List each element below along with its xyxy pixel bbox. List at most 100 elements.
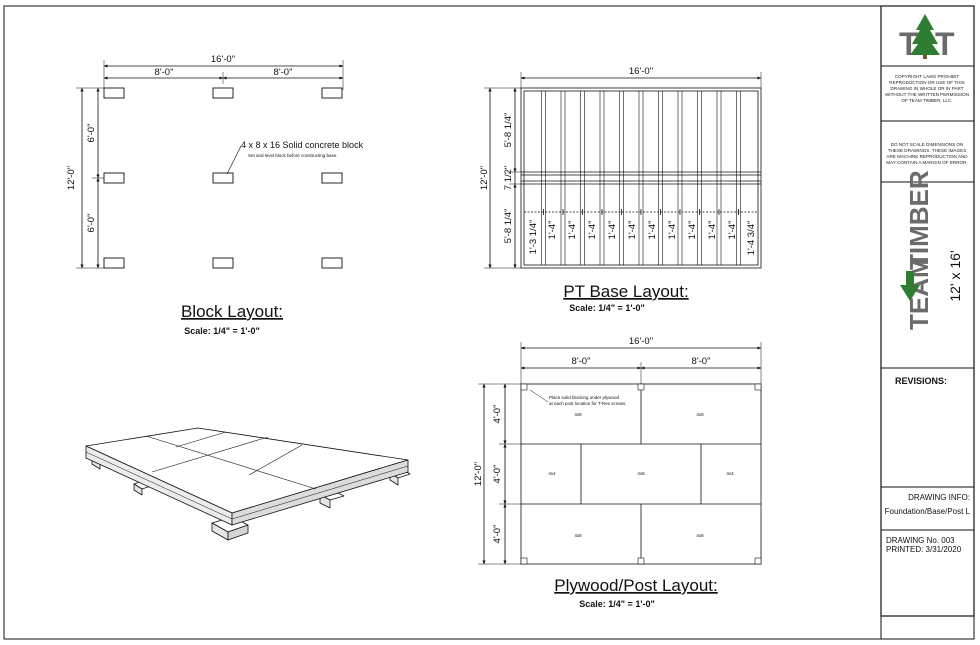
revisions-label: REVISIONS:: [895, 376, 947, 386]
pt-spacing-label: 1'-4": [587, 221, 598, 240]
iso-plywood-seams: [145, 431, 317, 490]
isometric-platform: [85, 427, 411, 541]
brand-tree-icon: [900, 271, 920, 301]
pt-spacing-label: 1'-4": [727, 221, 738, 240]
block-layout-title: Block Layout:: [181, 302, 283, 321]
copyright-line: DRAWING IN WHOLE OR IN PART: [890, 86, 963, 91]
block-dim-top-depth-text: 6'-0": [86, 124, 97, 143]
pt-dim-width-text: 16'-0": [629, 66, 653, 77]
ply-note-leader: [529, 389, 549, 403]
concrete-block: [103, 87, 125, 99]
ply-dim-width: 16'-0" 8'-0" 8'-0": [520, 336, 762, 384]
concrete-block: [321, 257, 343, 269]
ply-dim-right-text: 8'-0": [692, 356, 711, 367]
concrete-block: [103, 172, 125, 184]
printed-date: PRINTED: 3/31/2020: [886, 545, 962, 554]
drawing-number: DRAWING No. 003: [886, 536, 955, 545]
post-marker: [520, 383, 528, 391]
block-dim-left-text: 8'-0": [155, 67, 174, 78]
sheet-label-mid-left: 4x4: [548, 471, 556, 476]
post-marker: [637, 557, 645, 565]
block-callout-leader: [226, 145, 242, 175]
copyright-line: COPYRIGHT LAWS PROHIBIT: [895, 74, 960, 79]
sheet-label-bottom-left: 4x8: [574, 533, 582, 538]
disclaimer-line: THESE DRAWINGS. THESE IMAGES: [888, 148, 967, 153]
concrete-block: [321, 87, 343, 99]
post-marker: [637, 383, 645, 391]
iso-block: [227, 524, 249, 541]
pt-base-layout-title: PT Base Layout:: [563, 282, 688, 301]
pt-spacing-label: 1'-4": [627, 221, 638, 240]
sheet-border: [3, 5, 975, 640]
tree-icon: [910, 14, 940, 55]
drawing-info-label: DRAWING INFO:: [908, 493, 970, 502]
brand-vertical: TEAM TIMBER 12' x 16': [900, 170, 963, 330]
iso-block: [133, 483, 143, 496]
disclaimer-line: MAY CONTAIN A MARGIN OF ERROR.: [886, 160, 967, 165]
plywood-layout: 16'-0" 8'-0" 8'-0" 12'-0" 4'-0" 4'-0" 4'…: [473, 336, 762, 609]
sheet-label-bottom-right: 4x8: [696, 533, 704, 538]
copyright-note: COPYRIGHT LAWS PROHIBIT REPRODUCTION OR …: [885, 74, 969, 103]
sheet-label-mid-center: 4x8: [637, 471, 645, 476]
block-dim-halves: 8'-0" 8'-0": [103, 67, 344, 84]
block-callout-note: Set and level block before constructing …: [248, 153, 338, 158]
pt-spacing-label: 1'-4": [567, 221, 578, 240]
pt-spacing-label: 1'-3 1/4": [528, 220, 539, 255]
post-marker: [520, 557, 528, 565]
disclaimer-line: ARE MACHINE REPRODUCTION AND: [886, 154, 968, 159]
pt-dim-top-text: 5'-8 1/4": [503, 113, 514, 148]
concrete-block: [321, 172, 343, 184]
post-markers: [520, 383, 762, 565]
concrete-block: [103, 257, 125, 269]
plywood-layout-scale: Scale: 1/4" = 1'-0": [579, 599, 654, 609]
ply-dim-depth-text: 12'-0": [473, 462, 484, 486]
ply-dim-width-text: 16'-0": [629, 336, 653, 347]
ply-dim-row-bottom-text: 4'-0": [492, 525, 503, 544]
pt-dim-middle-text: 7 1/2": [503, 166, 514, 191]
block-callout-text: 4 x 8 x 16 Solid concrete block: [241, 140, 364, 150]
concrete-block: [212, 257, 234, 269]
block-layout-scale: Scale: 1/4" = 1'-0": [184, 326, 259, 336]
pt-spacing-label: 1'-4": [547, 221, 558, 240]
concrete-blocks: [103, 87, 343, 269]
ply-dim-left-text: 8'-0": [572, 356, 591, 367]
team-timber-logo: T T: [899, 14, 955, 62]
title-block: T T COPYRIGHT LAWS PROHIBIT REPRODUCTION…: [880, 5, 975, 639]
ply-dim-row-middle-text: 4'-0": [492, 465, 503, 484]
pt-spacing-label: 1'-4 3/4": [746, 221, 757, 256]
copyright-line: WITHOUT THE WRITTEN PERMISSION: [885, 92, 969, 97]
block-dim-depth-text: 12'-0": [66, 166, 77, 190]
post-marker: [754, 383, 762, 391]
ply-note-line1: Place solid blocking under plywood: [549, 395, 620, 400]
sheet-label-top-right: 4x8: [696, 412, 704, 417]
pt-base-layout: 16'-0" 12'-0" 5'-8 1/4" 7 1/2" 5'-8 1/4": [479, 66, 762, 313]
copyright-line: OF TEAM TIMBER, LLC.: [901, 98, 952, 103]
pt-dim-bottom-text: 5'-8 1/4": [503, 209, 514, 244]
concrete-block: [212, 172, 234, 184]
pt-spacing-label: 1'-4": [607, 221, 618, 240]
pt-dim-depth: 12'-0" 5'-8 1/4" 7 1/2" 5'-8 1/4": [479, 87, 521, 269]
pt-spacing-label: 1'-4": [647, 221, 658, 240]
scale-disclaimer: DO NOT SCALE DIMENSIONS ON THESE DRAWING…: [886, 142, 968, 165]
pt-joists: [541, 91, 741, 265]
copyright-line: REPRODUCTION OR USE OF THIS: [889, 80, 964, 85]
pt-dim-depth-text: 12'-0": [479, 166, 490, 190]
pt-spacing-label: 1'-4": [687, 221, 698, 240]
shed-size: 12' x 16': [947, 250, 963, 301]
ply-dim-row-top-text: 4'-0": [492, 405, 503, 424]
concrete-block: [212, 87, 234, 99]
logo-letter-t-right: T: [935, 26, 955, 62]
pt-frame: [520, 87, 762, 269]
plywood-layout-title: Plywood/Post Layout:: [554, 576, 717, 595]
ply-note-line2: at each post location for T-Rex screws.: [549, 401, 626, 406]
pt-base-layout-scale: Scale: 1/4" = 1'-0": [569, 303, 644, 313]
block-layout: 16'-0" 8'-0" 8'-0" 12'-0" 6'-0" 6'-0": [66, 54, 364, 336]
sheet-label-mid-right: 4x4: [726, 471, 734, 476]
post-marker: [754, 557, 762, 565]
block-dim-right-text: 8'-0": [274, 67, 293, 78]
sheet-label-top-left: 4x8: [574, 412, 582, 417]
drawing-info-value: Foundation/Base/Post L: [885, 507, 971, 516]
pt-spacing-label: 1'-4": [707, 221, 718, 240]
